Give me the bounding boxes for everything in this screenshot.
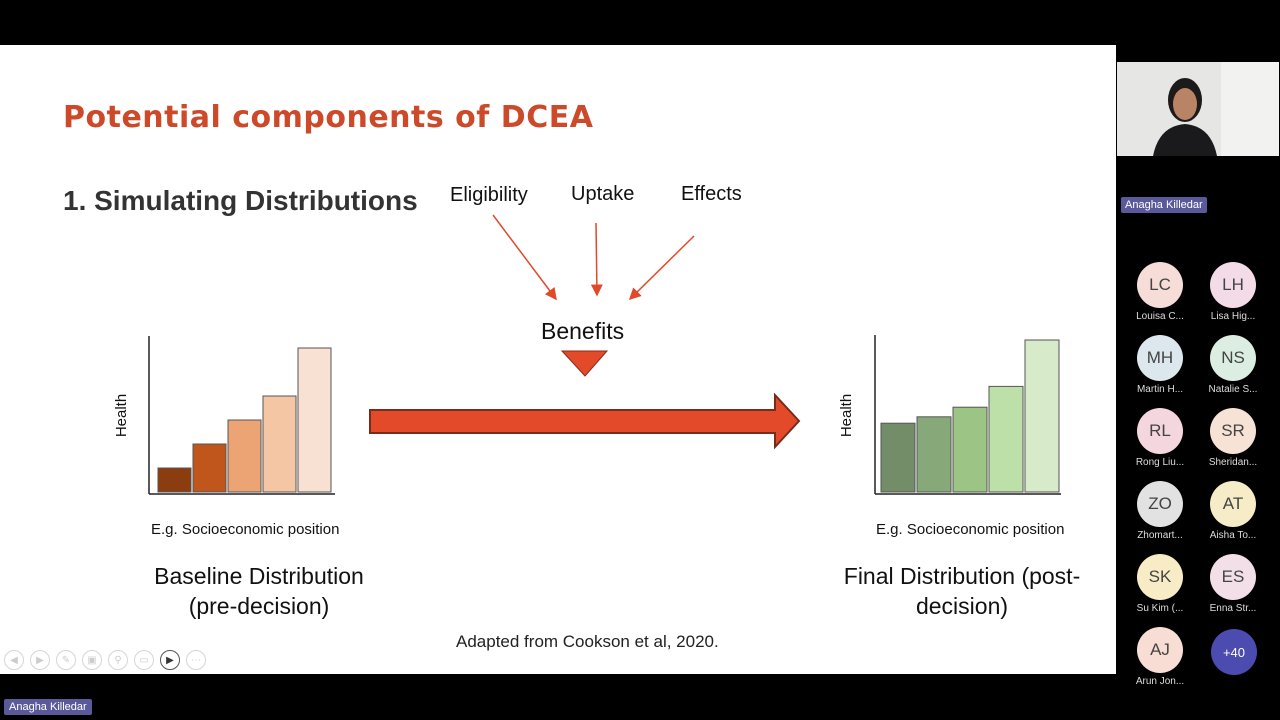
screen-icon[interactable]: ▭ xyxy=(134,650,154,670)
participant-avatar: RL xyxy=(1137,408,1183,454)
participant-avatar: AT xyxy=(1210,481,1256,527)
chart-bar xyxy=(952,406,988,493)
source-note: Adapted from Cookson et al, 2020. xyxy=(456,632,719,651)
more-icon[interactable]: ⋯ xyxy=(186,650,206,670)
participant-tile[interactable]: SR Sheridan... xyxy=(1198,408,1268,468)
participant-name: Lisa Hig... xyxy=(1210,311,1256,322)
participant-tile[interactable]: NS Natalie S... xyxy=(1198,335,1268,395)
participant-name: Louisa C... xyxy=(1136,311,1184,322)
chart-bar xyxy=(262,395,297,493)
chart-bar xyxy=(157,467,192,493)
chart-bar xyxy=(916,416,952,493)
participant-tile[interactable]: AJ Arun Jon... xyxy=(1125,627,1195,687)
participant-name: Martin H... xyxy=(1136,384,1184,395)
presentation-slide: Potential components of DCEA 1. Simulati… xyxy=(0,45,1116,674)
slide-title: Potential components of DCEA xyxy=(63,100,594,135)
participant-tile[interactable]: LC Louisa C... xyxy=(1125,262,1195,322)
effects-arrow xyxy=(628,235,695,301)
participant-avatar: NS xyxy=(1210,335,1256,381)
baseline-caption-line1: Baseline Distribution xyxy=(154,563,364,589)
chart-bar xyxy=(1024,339,1060,493)
participant-tile[interactable]: SK Su Kim (... xyxy=(1125,554,1195,614)
participant-avatar: SR xyxy=(1210,408,1256,454)
diagram-svg xyxy=(148,214,1061,495)
participant-name: Sheridan... xyxy=(1208,457,1258,468)
next-slide-icon[interactable]: ▶ xyxy=(30,650,50,670)
benefits-label: Benefits xyxy=(541,318,625,344)
baseline-xlabel: E.g. Socioeconomic position xyxy=(151,521,340,538)
participant-name: Aisha To... xyxy=(1209,530,1257,541)
eligibility-arrow xyxy=(492,214,557,301)
chart-bar xyxy=(192,443,227,493)
participant-tile[interactable]: LH Lisa Hig... xyxy=(1198,262,1268,322)
participant-tile[interactable]: RL Rong Liu... xyxy=(1125,408,1195,468)
participant-tile[interactable]: ZO Zhomart... xyxy=(1125,481,1195,541)
final-caption-line1: Final Distribution (post- xyxy=(843,563,1081,589)
factor-uptake: Uptake xyxy=(571,183,635,205)
section-heading: 1. Simulating Distributions xyxy=(63,185,418,216)
final-bars xyxy=(880,339,1060,493)
chart-bar xyxy=(227,419,262,493)
participant-tile[interactable]: AT Aisha To... xyxy=(1198,481,1268,541)
participant-avatar: MH xyxy=(1137,335,1183,381)
video-name-tag: Anagha Killedar xyxy=(1121,197,1207,213)
copy-icon[interactable]: ▣ xyxy=(82,650,102,670)
final-caption-line2: decision) xyxy=(915,593,1009,619)
presenter-video-placeholder xyxy=(1117,62,1279,156)
final-caption: Final Distribution (post- decision) xyxy=(822,561,1102,621)
participant-name: Natalie S... xyxy=(1208,384,1258,395)
participant-avatar: SK xyxy=(1137,554,1183,600)
participant-avatar: ES xyxy=(1210,554,1256,600)
participant-name: Arun Jon... xyxy=(1135,676,1185,687)
participant-name: Su Kim (... xyxy=(1136,603,1184,614)
more-participants-button[interactable]: +40 xyxy=(1211,629,1257,675)
participant-name: Enna Str... xyxy=(1209,603,1257,614)
factor-eligibility: Eligibility xyxy=(450,184,528,206)
baseline-ylabel: Health xyxy=(113,393,131,438)
participant-name: Rong Liu... xyxy=(1135,457,1185,468)
baseline-caption-line2: (pre-decision) xyxy=(188,593,330,619)
participant-avatar: LC xyxy=(1137,262,1183,308)
final-ylabel: Health xyxy=(838,393,856,438)
zoom-icon[interactable]: ⚲ xyxy=(108,650,128,670)
participant-tile[interactable]: ES Enna Str... xyxy=(1198,554,1268,614)
chart-bar xyxy=(988,385,1024,493)
benefits-triangle xyxy=(560,350,609,377)
prev-slide-icon[interactable]: ◀ xyxy=(4,650,24,670)
uptake-arrow xyxy=(590,222,603,297)
presenter-name-tag: Anagha Killedar xyxy=(4,699,92,715)
big-arrow xyxy=(369,392,801,450)
final-xlabel: E.g. Socioeconomic position xyxy=(876,521,1065,538)
chart-bar xyxy=(880,422,916,493)
pen-icon[interactable]: ✎ xyxy=(56,650,76,670)
participant-avatar: AJ xyxy=(1137,627,1183,673)
video-icon[interactable]: ▶ xyxy=(160,650,180,670)
baseline-caption: Baseline Distribution (pre-decision) xyxy=(129,561,389,621)
participant-avatar: ZO xyxy=(1137,481,1183,527)
baseline-bars xyxy=(157,347,332,493)
factor-effects: Effects xyxy=(681,183,742,205)
participant-name: Zhomart... xyxy=(1137,530,1183,541)
participant-tile[interactable]: MH Martin H... xyxy=(1125,335,1195,395)
presenter-video[interactable] xyxy=(1117,62,1279,156)
presentation-toolbar: ◀ ▶ ✎ ▣ ⚲ ▭ ▶ ⋯ xyxy=(4,650,206,670)
participant-avatar: LH xyxy=(1210,262,1256,308)
chart-bar xyxy=(297,347,332,493)
